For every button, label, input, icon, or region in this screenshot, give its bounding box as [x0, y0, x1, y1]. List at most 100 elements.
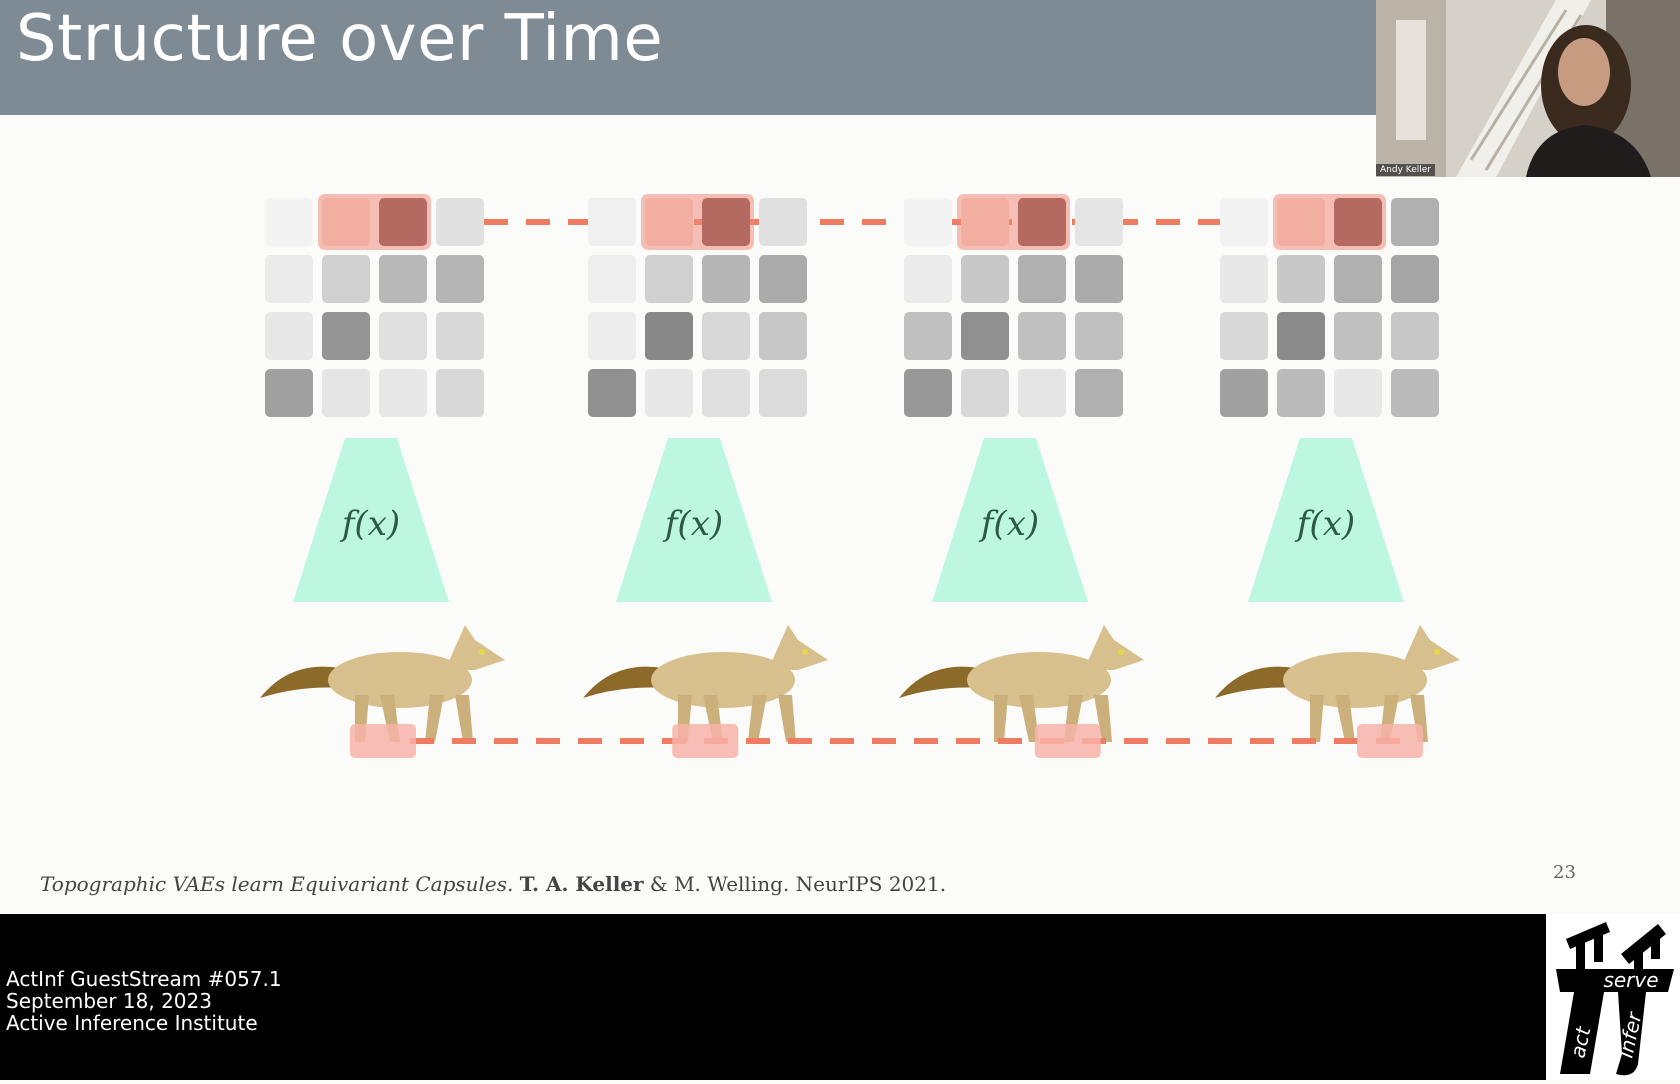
- citation-author: T. A. Keller: [519, 872, 644, 896]
- slide-title: Structure over Time: [16, 2, 664, 76]
- grid-cell: [1391, 312, 1439, 360]
- webcam-video: [1376, 0, 1680, 177]
- grid-cell: [702, 369, 750, 417]
- grid-cell: [379, 312, 427, 360]
- grid-cell: [379, 255, 427, 303]
- grid-cell: [436, 312, 484, 360]
- encoder-trapezoid: [293, 438, 449, 602]
- grid-cell: [265, 198, 313, 246]
- grid-cell: [1075, 255, 1123, 303]
- grid-cell: [588, 312, 636, 360]
- encoder-trapezoid: [616, 438, 772, 602]
- grid-cell: [1220, 369, 1268, 417]
- fox-tail: [583, 666, 668, 698]
- grid-cell: [1075, 198, 1123, 246]
- grid-cell: [904, 369, 952, 417]
- grid-cell: [759, 369, 807, 417]
- fox-body: [328, 652, 472, 708]
- fox-eye: [479, 649, 485, 655]
- grid-cell: [1220, 312, 1268, 360]
- grid-cell: [1018, 198, 1066, 246]
- grid-cell: [645, 369, 693, 417]
- grid-cell: [588, 198, 636, 246]
- page-number: 23: [1553, 862, 1576, 883]
- grid-cell: [1277, 198, 1325, 246]
- position-marker: [672, 724, 739, 758]
- fox-leg: [1410, 695, 1428, 742]
- fox-tail: [260, 666, 345, 698]
- grid-cell: [1334, 198, 1382, 246]
- grid-cell: [1075, 369, 1123, 417]
- grid-cell: [265, 255, 313, 303]
- grid-cell: [1391, 255, 1439, 303]
- fox-leg: [748, 695, 767, 742]
- fox-tail: [899, 666, 984, 698]
- grid-cell: [379, 369, 427, 417]
- fox-illustration: [583, 625, 828, 742]
- grid-cell: [645, 198, 693, 246]
- fox-leg: [425, 695, 444, 742]
- grid-cell: [588, 369, 636, 417]
- grid-cell: [702, 312, 750, 360]
- grid-cell: [1277, 255, 1325, 303]
- fox-body: [967, 652, 1111, 708]
- citation-title: Topographic VAEs learn Equivariant Capsu…: [40, 872, 514, 896]
- grid-cell: [1277, 369, 1325, 417]
- grid-cell: [904, 255, 952, 303]
- encoder: f(x): [616, 438, 772, 602]
- fox-leg: [778, 695, 796, 742]
- encoder: f(x): [1248, 438, 1404, 602]
- fox-head: [1084, 625, 1144, 670]
- stream-title: ActInf GuestStream #057.1: [6, 967, 282, 991]
- grid-cell: [961, 312, 1009, 360]
- grid-cell: [904, 312, 952, 360]
- grid-cell: [265, 312, 313, 360]
- fox-leg: [1335, 695, 1355, 742]
- foxes: [260, 625, 1460, 742]
- encoder-label: f(x): [978, 504, 1039, 544]
- capsule-grid: [588, 194, 807, 417]
- citation: Topographic VAEs learn Equivariant Capsu…: [40, 872, 946, 896]
- slide-title-bar: [0, 0, 1376, 115]
- capsule-grid: [265, 194, 484, 417]
- webcam-frame: [1376, 0, 1680, 177]
- fox-leg: [994, 695, 1008, 742]
- fox-head: [768, 625, 828, 670]
- encoder-label: f(x): [1294, 504, 1355, 544]
- webcam-name-label: Andy Keller: [1376, 164, 1435, 176]
- fox-body: [651, 652, 795, 708]
- grid-cell: [1334, 312, 1382, 360]
- fox-tail: [1215, 666, 1300, 698]
- actinf-logo: serve act infer: [1546, 914, 1680, 1080]
- capsule-grids: [265, 194, 1439, 417]
- grid-cell: [588, 255, 636, 303]
- encoder-trapezoid: [1248, 438, 1404, 602]
- logo-icon: serve act infer: [1546, 914, 1680, 1080]
- grid-cell: [702, 198, 750, 246]
- grid-cell: [1391, 369, 1439, 417]
- fox-illustration: [899, 625, 1144, 742]
- grid-cell: [322, 255, 370, 303]
- fox-leg: [1310, 695, 1324, 742]
- fox-eye: [802, 649, 808, 655]
- fox-leg: [1019, 695, 1039, 742]
- fox-leg: [1094, 695, 1112, 742]
- grid-cell: [436, 198, 484, 246]
- position-marker: [1034, 724, 1101, 758]
- grid-cell: [379, 198, 427, 246]
- stream-info: ActInf GuestStream #057.1 September 18, …: [6, 968, 282, 1034]
- fox-leg: [455, 695, 473, 742]
- fox-eye: [1118, 649, 1124, 655]
- grid-cell: [322, 312, 370, 360]
- grid-cell: [1334, 255, 1382, 303]
- grid-cell: [1220, 255, 1268, 303]
- grid-cell: [322, 369, 370, 417]
- grid-cell: [904, 198, 952, 246]
- fox-illustration: [1215, 625, 1460, 742]
- grid-cell: [961, 255, 1009, 303]
- grid-cell: [322, 198, 370, 246]
- encoder-label: f(x): [339, 504, 400, 544]
- logo-word-serve: serve: [1603, 968, 1658, 992]
- position-marker: [350, 724, 416, 758]
- stream-date: September 18, 2023: [6, 989, 212, 1013]
